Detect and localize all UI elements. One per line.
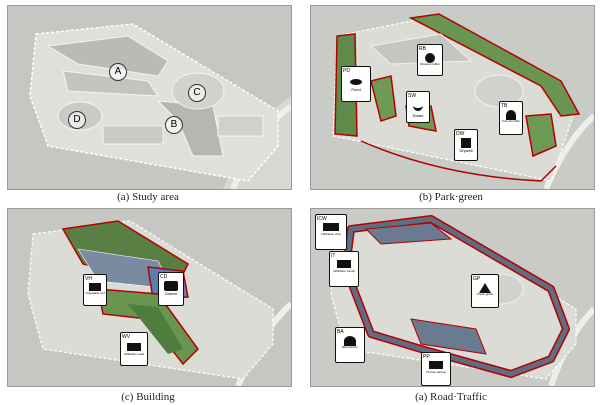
marker-pp: PP Porous paving [421,352,451,386]
marker-desc: Pond [351,87,361,92]
marker-code: GP [473,276,481,282]
bioretention-icon [344,336,356,346]
marker-dw: DW Drywell [454,129,478,161]
pond-icon [350,79,362,85]
vault-icon [127,343,141,351]
trench-icon [337,260,351,268]
marker-desc: Infiltration curb [321,232,341,236]
marker-tb: TB Tree box filter [499,101,523,135]
tree-icon [425,53,435,63]
marker-code: WV [122,334,131,340]
marker-desc: Cistern [164,291,178,296]
marker-desc: Vegetated roof [85,291,105,295]
marker-code: SW [408,93,417,99]
marker-code: BA [337,329,344,335]
marker-icw: ICW Infiltration curb [315,214,347,250]
caption-building: (c) Building [121,391,175,403]
caption-road-traffic: (a) Road·Traffic [415,391,487,403]
marker-code: VH [85,276,92,282]
marker-vh: VH Vegetated roof [83,274,107,306]
panel-study-area: A B C D [7,5,292,190]
gutter-icon [479,283,491,293]
panel-road-traffic: ICW Infiltration curb IT Infiltration tr… [310,208,595,387]
marker-gp: GP Green gutter [471,274,499,308]
drywell-icon [461,138,471,148]
marker-code: DW [456,131,465,137]
caption-study-area: (a) Study area [117,191,179,203]
curb-icon [323,223,339,231]
zone-marker-d: D [68,111,86,129]
green-roof-icon [89,283,101,291]
marker-code: IT [331,253,336,259]
marker-desc: Tree box filter [501,119,521,123]
zone-marker-c: C [188,84,206,102]
marker-code: ICW [317,216,327,222]
marker-ba: BA Bioretention [335,327,365,363]
marker-code: RB [419,46,426,52]
swale-icon [413,100,423,111]
marker-wv: WV Infiltration vault [120,332,148,366]
marker-desc: Green gutter [476,292,494,296]
marker-code: PP [423,354,430,360]
panel-park-green: RB Riparian buffer PD Pond SW Swale DW D… [310,5,595,190]
marker-desc: Bioretention [341,345,358,349]
marker-rb: RB Riparian buffer [417,44,443,76]
marker-desc: Swale [412,113,424,118]
tree-box-icon [506,110,516,120]
marker-code: TB [501,103,508,109]
marker-desc: Porous paving [426,370,446,374]
marker-code: PD [343,68,350,74]
marker-desc: Drywell [459,148,473,153]
marker-it: IT Infiltration trench [329,251,359,287]
marker-sw: SW Swale [406,91,430,123]
panel-building: VH Vegetated roof CD Cistern WV Infiltra… [7,208,292,387]
marker-pd: PD Pond [341,66,371,102]
marker-desc: Infiltration vault [123,352,145,356]
marker-code: CD [160,274,168,280]
zone-marker-a: A [109,63,127,81]
cistern-icon [164,281,178,291]
paving-icon [429,361,443,369]
caption-park-green: (b) Park·green [419,191,483,203]
marker-cd: CD Cistern [158,272,184,306]
marker-desc: Riparian buffer [420,62,440,66]
zone-marker-b: B [165,116,183,134]
marker-desc: Infiltration trench [332,269,356,273]
